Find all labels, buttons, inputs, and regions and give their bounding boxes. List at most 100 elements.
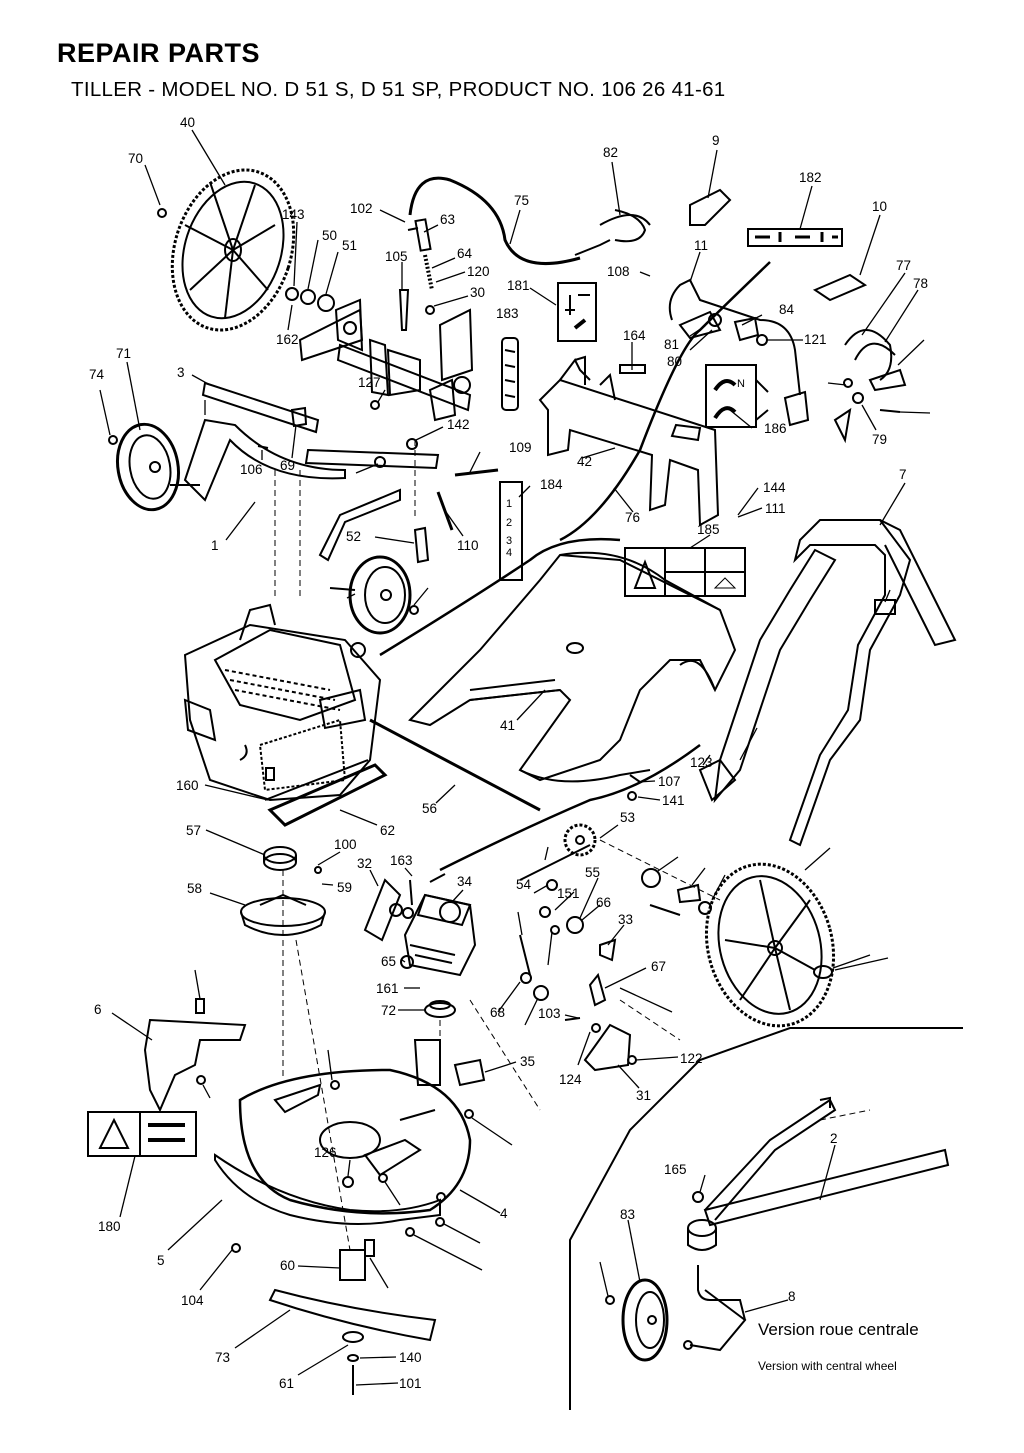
callout-10: 10 — [872, 199, 887, 214]
callout-165: 165 — [664, 1162, 687, 1177]
callout-143: 143 — [282, 207, 305, 222]
gearbox-34 — [403, 893, 477, 977]
small-wheel-left — [108, 422, 200, 512]
callout-labels: 40 70 143 50 51 162 102 63 105 64 120 30… — [89, 115, 928, 1391]
decal-181 — [557, 282, 597, 342]
callout-105: 105 — [385, 249, 408, 264]
callout-8: 8 — [788, 1289, 796, 1304]
decal-184-tick-4: 4 — [506, 547, 512, 559]
callout-106: 106 — [240, 462, 263, 477]
page-subtitle: TILLER - MODEL NO. D 51 S, D 51 SP, PROD… — [71, 78, 726, 101]
callout-102: 102 — [350, 201, 373, 216]
decal-182 — [747, 228, 843, 247]
callout-160-top: 160 — [176, 778, 199, 793]
callout-6: 6 — [94, 1002, 102, 1017]
callout-161: 161 — [376, 981, 399, 996]
callout-140: 140 — [399, 1350, 422, 1365]
callout-111: 111 — [765, 501, 786, 516]
callout-75: 75 — [514, 193, 529, 208]
callout-83: 83 — [620, 1207, 635, 1222]
decal-184-tick-2: 2 — [506, 517, 512, 529]
callout-72: 72 — [381, 1003, 396, 1018]
callout-84-top: 84 — [779, 302, 795, 317]
callout-141: 141 — [662, 793, 685, 808]
callout-57: 57 — [186, 823, 201, 838]
handle-7 — [788, 519, 912, 847]
callout-7: 7 — [899, 467, 907, 482]
callout-42: 42 — [577, 454, 592, 469]
callout-182: 182 — [799, 170, 822, 185]
callout-66: 66 — [596, 895, 611, 910]
rear-axle-rod — [183, 418, 346, 502]
callout-52: 52 — [346, 529, 361, 544]
inset-axle-2 — [703, 1148, 950, 1227]
callout-53: 53 — [620, 810, 635, 825]
belt-62 — [267, 763, 388, 827]
handle-grip-183 — [501, 337, 519, 411]
callout-41: 41 — [500, 718, 515, 733]
decal-180 — [87, 1111, 197, 1157]
callout-101: 101 — [399, 1376, 422, 1391]
inset-caption-english: Version with central wheel — [758, 1359, 897, 1373]
callout-63: 63 — [440, 212, 455, 227]
deck-4 — [238, 1068, 472, 1215]
engine — [183, 537, 621, 802]
callout-103: 103 — [538, 1006, 561, 1021]
callout-163-top: 163 — [390, 853, 413, 868]
guard-6 — [143, 1018, 247, 1113]
throttle-cable — [408, 176, 581, 266]
callout-51: 51 — [342, 238, 357, 253]
callout-67: 67 — [651, 959, 666, 974]
blade-73 — [268, 1288, 437, 1342]
callout-164: 164 — [623, 328, 646, 343]
callout-62: 62 — [380, 823, 395, 838]
callout-11: 11 — [694, 238, 708, 253]
callout-73: 73 — [215, 1350, 230, 1365]
decal-184-tick-1: 1 — [506, 498, 512, 510]
rear-wheel-left — [170, 168, 296, 332]
callout-162: 162 — [276, 332, 299, 347]
callout-108: 108 — [607, 264, 630, 279]
assembly-guides — [274, 440, 871, 1251]
bracket-32 — [363, 878, 402, 942]
callout-64: 64 — [457, 246, 473, 261]
callout-181: 181 — [507, 278, 530, 293]
callout-2: 2 — [830, 1131, 838, 1146]
callout-110: 110 — [457, 538, 479, 553]
callout-126: 126 — [314, 1145, 337, 1160]
callout-100: 100 — [334, 837, 357, 852]
callout-32: 32 — [357, 856, 372, 871]
callout-185: 185 — [697, 522, 720, 537]
callout-109-top: 109 — [509, 440, 532, 455]
callout-124: 124 — [559, 1072, 582, 1087]
callout-40: 40 — [180, 115, 195, 130]
callout-76: 76 — [625, 510, 640, 525]
callout-3: 3 — [177, 365, 185, 380]
small-wheel-center — [329, 555, 419, 635]
callout-60: 60 — [280, 1258, 295, 1273]
callout-107-handle: 107 — [658, 774, 681, 789]
decal-186-letter: N — [737, 378, 745, 390]
callout-33: 33 — [618, 912, 633, 927]
callout-104: 104 — [181, 1293, 204, 1308]
callout-59: 59 — [337, 880, 352, 895]
callout-50: 50 — [322, 228, 337, 243]
callout-184: 184 — [540, 477, 563, 492]
bracket-31 — [583, 1023, 632, 1072]
callout-61: 61 — [279, 1376, 294, 1391]
callout-5: 5 — [157, 1253, 165, 1268]
callout-58: 58 — [187, 881, 202, 896]
callout-65-left: 65 — [381, 954, 396, 969]
callout-9: 9 — [712, 133, 720, 148]
callout-127-top: 127 — [358, 375, 381, 390]
callout-70: 70 — [128, 151, 143, 166]
deck-cover-41 — [408, 553, 737, 782]
leader-lines — [99, 129, 931, 1386]
callout-186: 186 — [764, 421, 787, 436]
callout-34: 34 — [457, 874, 473, 889]
callout-80: 80 — [667, 354, 682, 369]
callout-4: 4 — [500, 1206, 508, 1221]
callout-122: 122 — [680, 1051, 703, 1066]
callout-123-handle: 123 — [690, 755, 713, 770]
rear-wheel-right — [704, 862, 836, 1028]
